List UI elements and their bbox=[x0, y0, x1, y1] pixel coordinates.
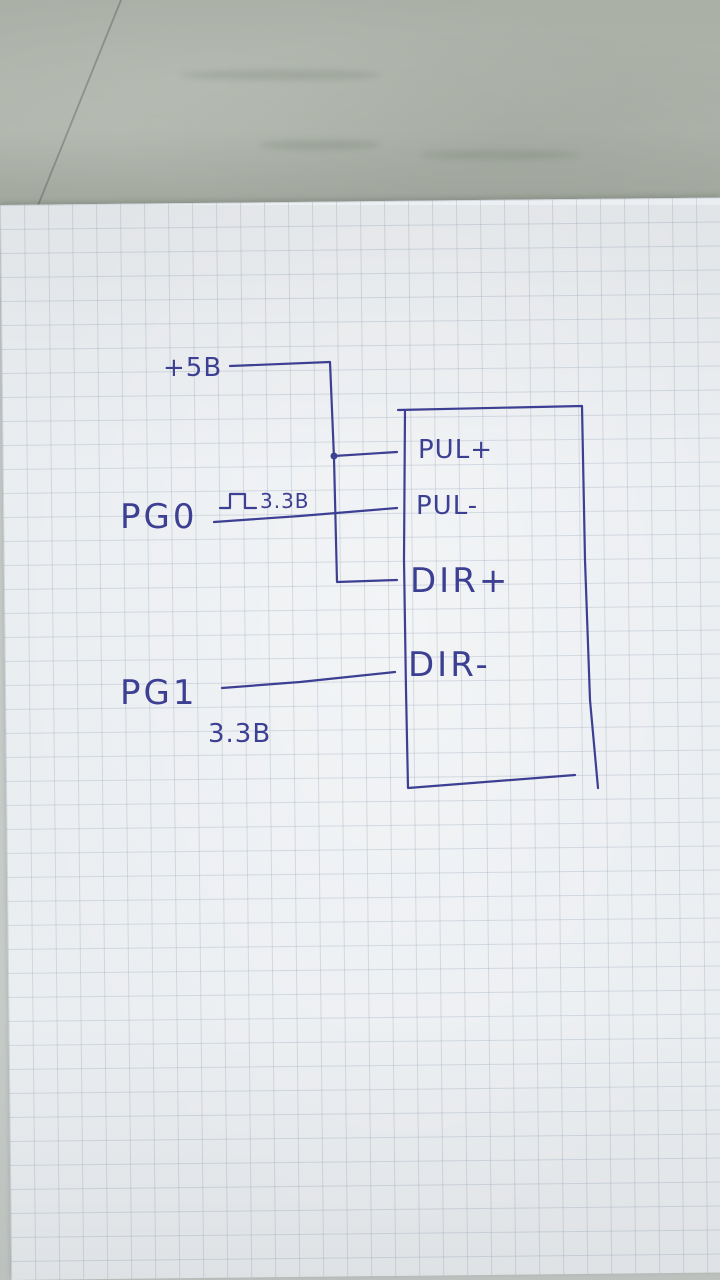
pg0-voltage-label: 3.3B bbox=[260, 489, 310, 513]
pul-plus-wire bbox=[332, 450, 399, 458]
supply-label: +5B bbox=[163, 353, 222, 383]
pg1-label: PG1 bbox=[120, 673, 197, 713]
pin-dir-minus: DIR- bbox=[408, 645, 491, 685]
driver-box bbox=[396, 404, 600, 790]
table-streak bbox=[420, 150, 580, 160]
supply-wire bbox=[228, 360, 399, 584]
pg0-label: PG0 bbox=[120, 497, 197, 537]
pulse-icon bbox=[218, 492, 258, 510]
pg1-wire bbox=[220, 670, 397, 690]
pin-pul-plus: PUL+ bbox=[418, 435, 493, 465]
table-streak bbox=[180, 70, 380, 80]
table-surface bbox=[0, 0, 720, 220]
junction-dot bbox=[330, 452, 338, 460]
pg0-wire bbox=[212, 506, 399, 524]
table-streak bbox=[260, 140, 380, 150]
pin-dir-plus: DIR+ bbox=[410, 561, 510, 601]
pg1-voltage-label: 3.3B bbox=[208, 719, 271, 749]
pin-pul-minus: PUL- bbox=[416, 491, 478, 521]
